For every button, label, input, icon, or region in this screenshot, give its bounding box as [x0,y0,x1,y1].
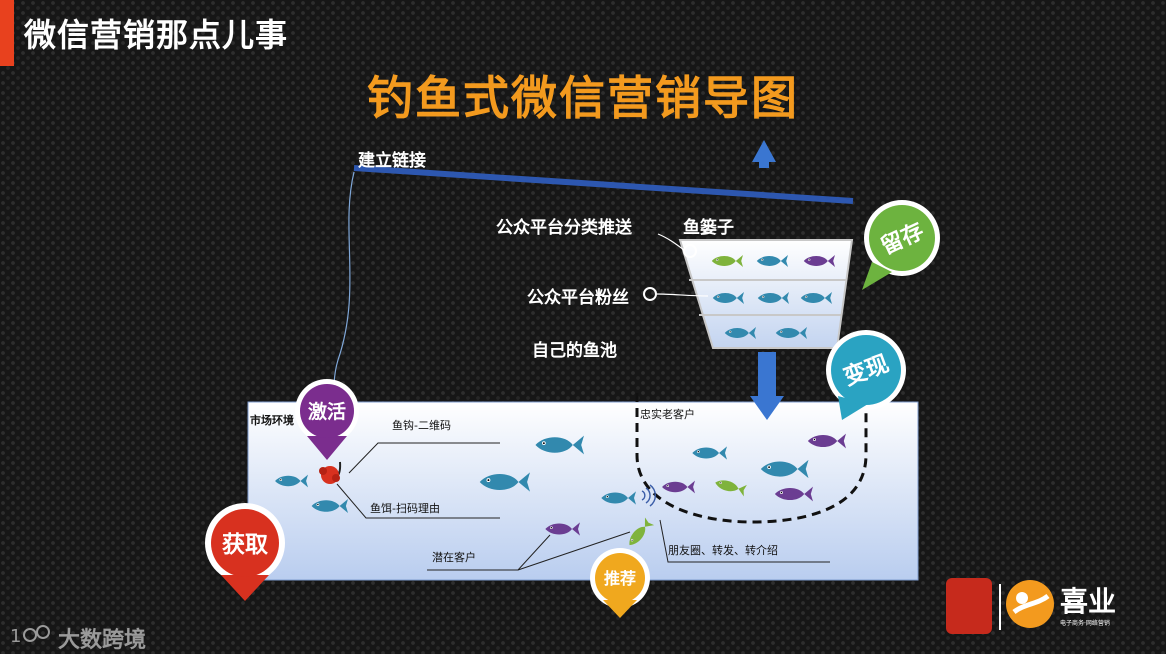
brand-name: 喜业 [1060,580,1116,620]
watermark-logo: 1 [10,622,54,652]
svg-text:1: 1 [10,626,21,647]
brand-divider [999,584,1001,630]
watermark-logo-icon: 1 [10,622,54,648]
brand-stamp [946,578,992,634]
label-fans: 公众平台粉丝 [527,283,629,308]
label-market: 市场环境 [250,412,294,428]
label-classify-push: 公众平台分类推送 [496,213,632,238]
badge-acquire-label: 获取 [222,532,268,558]
badge-acquire: 获取 [205,503,285,601]
brand-logo-icon [1004,578,1056,630]
up-arrow-icon [752,140,776,168]
label-hook: 鱼钩-二维码 [392,417,451,433]
badge-recommend-label: 推荐 [604,569,636,588]
label-loyal: 忠实老客户 [640,406,695,422]
brand-subtitle: 电子商务·网络营销 [1060,618,1110,627]
watermark-text: 大数跨境 [58,622,146,654]
label-potential: 潜在客户 [432,549,476,565]
label-link: 建立链接 [358,146,426,171]
badge-retain: 留存 [862,200,940,290]
badge-activate-label: 激活 [308,400,346,423]
label-own-pond: 自己的鱼池 [532,336,617,361]
badge-recommend: 推荐 [590,548,650,618]
label-bait: 鱼饵-扫码理由 [370,500,440,516]
label-fish-basket: 鱼篓子 [683,213,734,238]
fishing-rod [354,168,853,201]
label-social: 朋友圈、转发、转介绍 [668,542,778,558]
pointer-circle [644,288,656,300]
